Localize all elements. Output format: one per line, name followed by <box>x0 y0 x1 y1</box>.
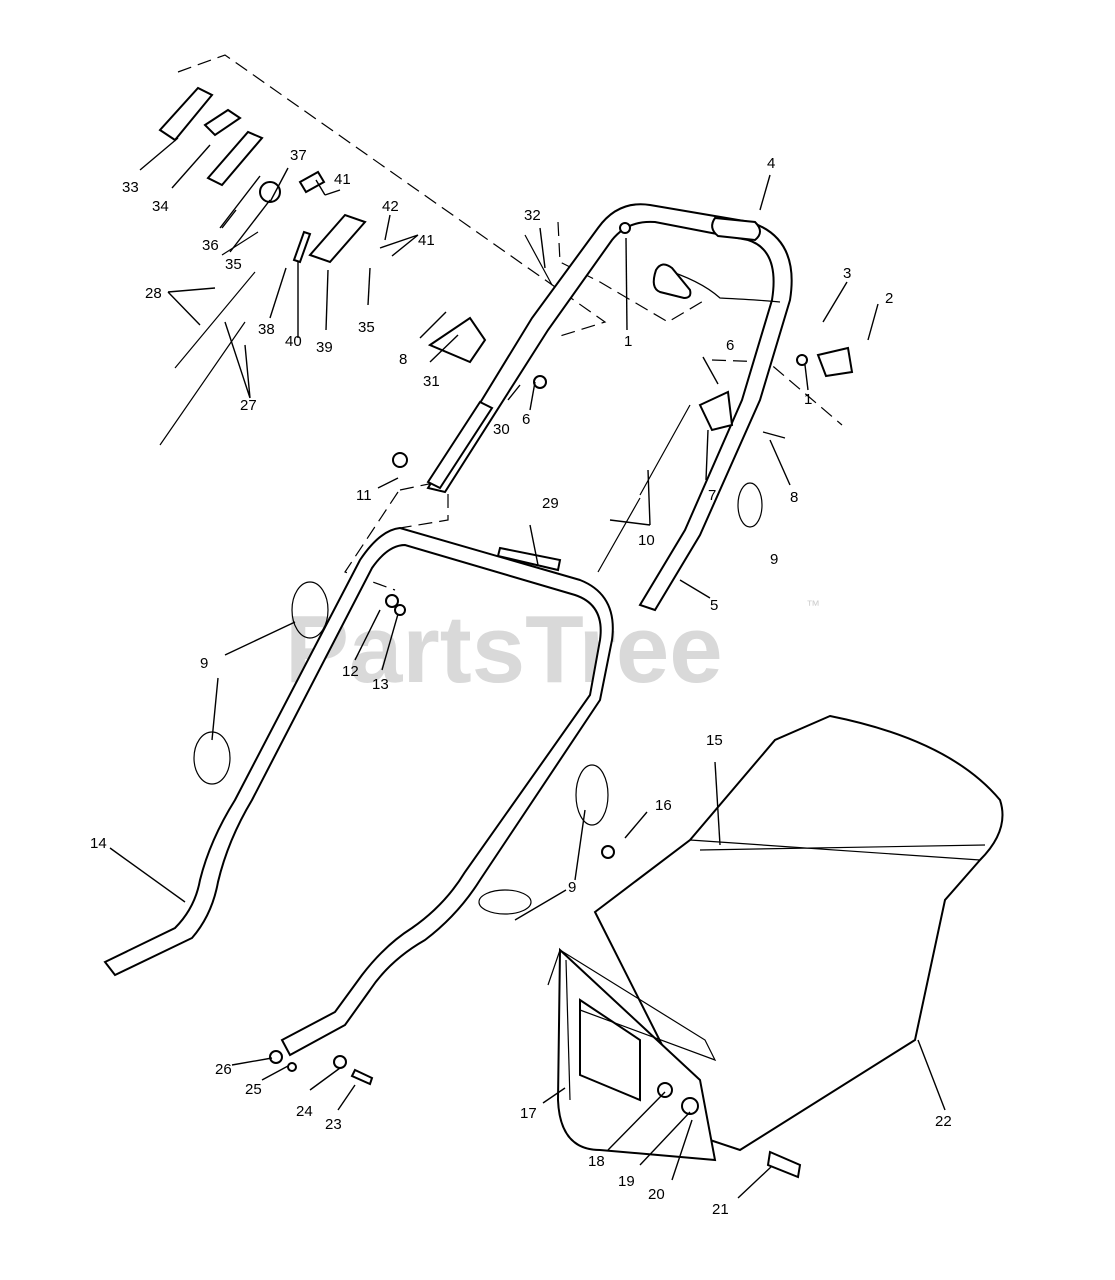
callout-39: 39 <box>316 339 333 356</box>
callout-14: 14 <box>90 835 107 852</box>
callout-1: 1 <box>624 333 632 350</box>
upper-handle <box>426 203 793 612</box>
watermark: PartsTree <box>285 596 723 703</box>
callout-20: 20 <box>648 1186 665 1203</box>
callout-6: 6 <box>522 411 530 428</box>
callout-16: 16 <box>655 797 672 814</box>
callout-32: 32 <box>524 207 541 224</box>
callout-30: 30 <box>493 421 510 438</box>
callout-34: 34 <box>152 198 169 215</box>
callout-17: 17 <box>520 1105 537 1122</box>
callout-6: 6 <box>726 337 734 354</box>
callout-7: 7 <box>708 487 716 504</box>
callout-4: 4 <box>767 155 775 172</box>
handle-grip <box>711 216 761 242</box>
callout-35: 35 <box>358 319 375 336</box>
callout-8: 8 <box>790 489 798 506</box>
callout-18: 18 <box>588 1153 605 1170</box>
callout-11: 11 <box>356 487 372 504</box>
small-parts <box>158 86 854 1179</box>
callout-19: 19 <box>618 1173 635 1190</box>
trademark-symbol: ™ <box>806 597 820 613</box>
callout-40: 40 <box>285 333 302 350</box>
callout-12: 12 <box>342 663 359 680</box>
clamp-rings <box>193 482 763 915</box>
callout-1: 1 <box>804 391 812 408</box>
callout-3: 3 <box>843 265 851 282</box>
leader-lines <box>109 137 946 1199</box>
grass-bag <box>547 714 1004 1162</box>
callout-labels: 1 1 2 3 4 5 6 6 7 8 8 9 9 9 10 11 12 13 … <box>90 147 952 1218</box>
callout-26: 26 <box>215 1061 232 1078</box>
callout-35: 35 <box>225 256 242 273</box>
callout-28: 28 <box>145 285 162 302</box>
callout-42: 42 <box>382 198 399 215</box>
callout-10: 10 <box>638 532 655 549</box>
callout-41: 41 <box>418 232 435 249</box>
callout-5: 5 <box>710 597 718 614</box>
callout-9: 9 <box>770 551 778 568</box>
lower-handle <box>103 526 614 1057</box>
callout-25: 25 <box>245 1081 262 1098</box>
dashed-guides <box>177 54 843 591</box>
callout-24: 24 <box>296 1103 313 1120</box>
callout-31: 31 <box>423 373 440 390</box>
callout-9: 9 <box>200 655 208 672</box>
callout-13: 13 <box>372 676 389 693</box>
callout-37: 37 <box>290 147 307 164</box>
callout-9: 9 <box>568 879 576 896</box>
callout-15: 15 <box>706 732 723 749</box>
callout-22: 22 <box>935 1113 952 1130</box>
callout-8: 8 <box>399 351 407 368</box>
callout-21: 21 <box>712 1201 729 1218</box>
callout-23: 23 <box>325 1116 342 1133</box>
callout-29: 29 <box>542 495 559 512</box>
callout-2: 2 <box>885 290 893 307</box>
callout-33: 33 <box>122 179 139 196</box>
callout-27: 27 <box>240 397 257 414</box>
callout-38: 38 <box>258 321 275 338</box>
callout-41: 41 <box>334 171 351 188</box>
callout-36: 36 <box>202 237 219 254</box>
